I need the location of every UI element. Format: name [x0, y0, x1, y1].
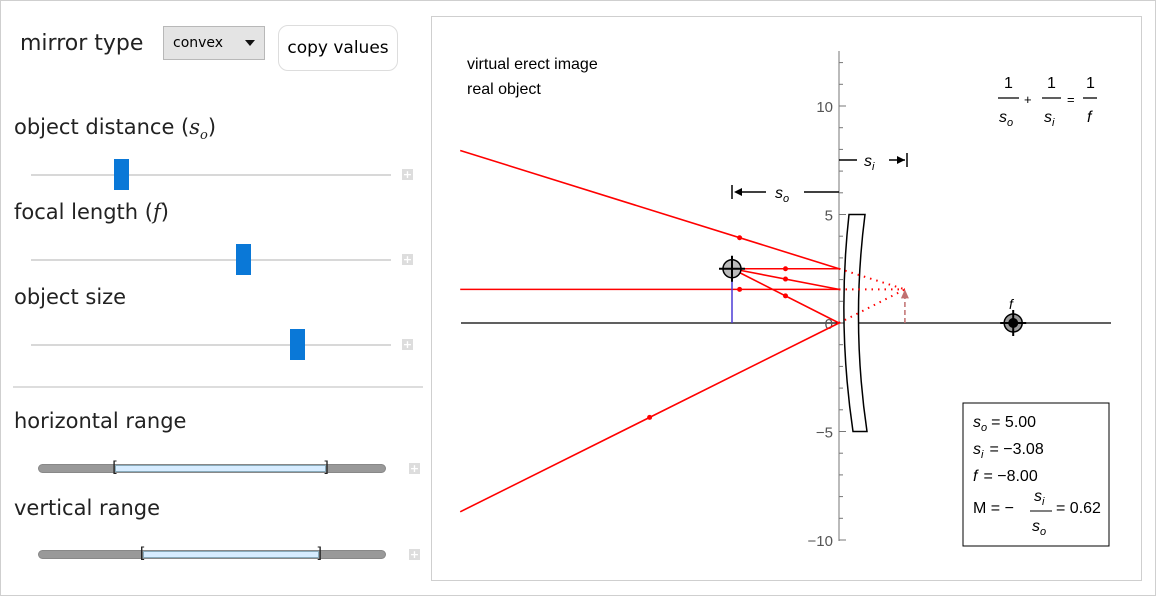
focus-dot [1008, 318, 1019, 328]
svg-text:si: si [1034, 488, 1045, 508]
ray-arrow [647, 414, 653, 420]
object-type-text: real object [467, 81, 541, 98]
slider-thumb[interactable] [290, 329, 306, 360]
svg-text:so= 5.00: so= 5.00 [973, 414, 1036, 434]
range-min-handle[interactable]: [ [112, 458, 118, 476]
formula-plus: + [1024, 92, 1032, 107]
mirror-type-value: convex [173, 35, 224, 51]
formula-eq: = [1067, 92, 1075, 107]
horizontal-range-slider[interactable]: [] [38, 460, 386, 475]
expand-plus-icon[interactable]: + [402, 338, 413, 351]
object-distance-slider[interactable] [31, 159, 391, 190]
focus-label: f [1009, 296, 1015, 312]
slider-thumb[interactable] [114, 159, 129, 190]
divider [13, 386, 423, 388]
object-size-label: object size [14, 285, 127, 309]
so-marker: so [731, 185, 839, 205]
image-arrowhead [900, 289, 909, 299]
y-tick-label: 10 [816, 99, 833, 116]
ray-arrow [737, 235, 743, 241]
image-type-text: virtual erect image [467, 56, 598, 73]
svg-text:si= −3.08: si= −3.08 [973, 441, 1044, 461]
range-selection[interactable] [142, 551, 320, 558]
y-tick-label: 5 [825, 208, 833, 225]
convex-mirror [843, 213, 868, 433]
focal-length-slider[interactable] [31, 244, 391, 275]
y-tick-label: 0 [825, 316, 833, 333]
formula-si: si [1044, 109, 1055, 129]
svg-text:so: so [1032, 518, 1046, 538]
ray-arrow [783, 293, 788, 299]
rays [459, 149, 1027, 513]
range-selection[interactable] [115, 465, 327, 472]
ray-arrow [783, 276, 788, 282]
expand-plus-icon[interactable]: + [402, 253, 413, 266]
mirror-equation: 1 so + 1 si = 1 f [998, 75, 1097, 129]
object-distance-label: object distance (so) [14, 115, 217, 144]
svg-text:= 0.62: = 0.62 [1056, 500, 1101, 517]
svg-text:f= −8.00: f= −8.00 [973, 468, 1038, 485]
results-box: so= 5.00 si= −3.08 f= −8.00 M = − si so … [962, 402, 1110, 547]
range-max-handle[interactable]: ] [323, 458, 330, 476]
vertical-range-label: vertical range [14, 496, 161, 520]
y-tick-label: −5 [816, 425, 833, 442]
formula-f: f [1087, 109, 1093, 126]
expand-plus-icon[interactable]: + [402, 168, 413, 181]
copy-values-button[interactable]: copy values [278, 25, 398, 71]
ray-arrow [737, 286, 743, 292]
formula-num: 1 [1004, 75, 1013, 92]
light-ray [459, 149, 840, 270]
range-min-handle[interactable]: [ [139, 544, 146, 562]
plot-panel [431, 16, 1142, 581]
axes: 10 5 0 −5 −10 [461, 51, 1111, 550]
range-max-handle[interactable]: ] [316, 544, 323, 562]
formula-so: so [999, 109, 1013, 129]
focal-length-label: focal length (f) [14, 200, 169, 224]
expand-plus-icon[interactable]: + [409, 462, 420, 475]
expand-plus-icon[interactable]: + [409, 548, 420, 561]
vertical-range-slider[interactable]: [] [38, 546, 386, 561]
ray-arrow [783, 266, 788, 272]
svg-text:so: so [775, 185, 789, 205]
y-tick-label: −10 [808, 533, 833, 550]
object-size-slider[interactable] [31, 329, 391, 360]
chevron-down-icon [245, 40, 255, 46]
si-marker: si [839, 153, 908, 173]
horizontal-range-label: horizontal range [14, 409, 187, 433]
svg-text:si: si [864, 153, 875, 173]
formula-num: 1 [1086, 75, 1095, 92]
mirror-type-dropdown[interactable]: convex [163, 26, 265, 60]
formula-num: 1 [1047, 75, 1056, 92]
mirror-type-label: mirror type [20, 31, 144, 56]
svg-text:M = −: M = − [973, 500, 1014, 517]
slider-thumb[interactable] [236, 244, 252, 275]
